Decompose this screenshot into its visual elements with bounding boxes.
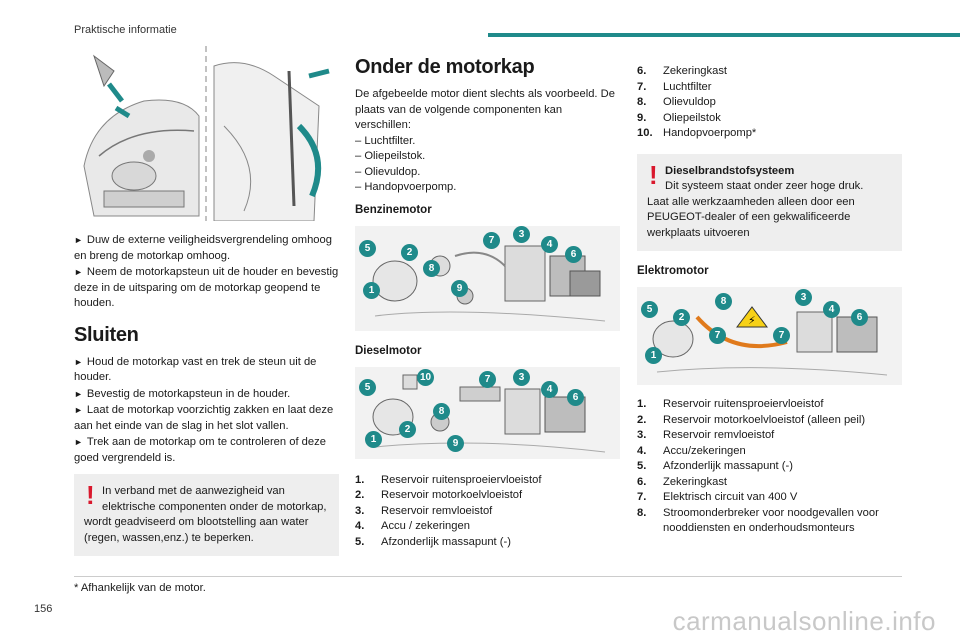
legend-item: 4.Accu / zekeringen bbox=[355, 520, 470, 532]
watermark: carmanualsonline.info bbox=[672, 606, 936, 636]
opening-step: ►Duw de externe veiligheidsvergrendeling… bbox=[74, 234, 332, 262]
left-column: ►Duw de externe veiligheidsvergrendeling… bbox=[74, 46, 339, 556]
water-warning-box: ! In verband met de aanwezigheid van ele… bbox=[74, 474, 339, 556]
badge-8: 8 bbox=[715, 293, 732, 310]
badge-7: 7 bbox=[479, 370, 496, 388]
variant-item: – Oliepeilstok. bbox=[355, 150, 426, 162]
badge-6: 6 bbox=[565, 245, 582, 263]
badge-4: 4 bbox=[541, 235, 558, 253]
right-column: 6.Zekeringkast 7.Luchtfilter 8.Olievuldo… bbox=[637, 46, 902, 537]
badge-4: 4 bbox=[541, 380, 558, 398]
badge-9: 9 bbox=[451, 279, 468, 297]
badge-6: 6 bbox=[567, 388, 584, 406]
closing-step: ►Laat de motorkap voorzichtig zakken en … bbox=[74, 404, 334, 432]
diesel-warning-box: ! Dieselbrandstofsysteem Dit systeem sta… bbox=[637, 153, 902, 251]
opening-step: ►Neem de motorkapsteun uit de houder en … bbox=[74, 266, 339, 309]
closing-step: ►Trek aan de motorkap om te controleren … bbox=[74, 436, 326, 464]
warning-text: Laat alle werkzaamheden alleen door een … bbox=[647, 195, 855, 239]
legend-item: 3.Reservoir remvloeistof bbox=[637, 429, 775, 441]
legend-item: 8.Stroomonderbreker voor noodgevallen vo… bbox=[637, 506, 879, 535]
footnote-divider bbox=[74, 576, 902, 577]
svg-text:⚡: ⚡ bbox=[748, 314, 756, 327]
variant-item: – Handopvoerpomp. bbox=[355, 181, 457, 193]
page-number: 156 bbox=[34, 603, 53, 615]
badge-7: 7 bbox=[483, 231, 500, 249]
badge-2: 2 bbox=[673, 309, 690, 326]
warning-icon: ! bbox=[649, 159, 658, 190]
petrol-engine-illustration: 5 2 8 1 9 7 3 4 6 bbox=[355, 225, 620, 331]
legend-item: 9.Oliepeilstok bbox=[637, 111, 721, 124]
legend-item: 3.Reservoir remvloeistof bbox=[355, 504, 493, 517]
legend-item: 1.Reservoir ruitensproeiervloeistof bbox=[355, 473, 542, 486]
warning-title: Dieselbrandstofsysteem bbox=[665, 164, 795, 177]
intro-text: De afgebeelde motor dient slechts als vo… bbox=[355, 88, 615, 131]
badge-3: 3 bbox=[513, 225, 530, 243]
badge-1: 1 bbox=[365, 430, 382, 448]
warning-text: Dit systeem staat onder zeer hoge druk. bbox=[665, 180, 864, 192]
badge-4: 4 bbox=[823, 301, 840, 318]
warning-text: wordt geadviseerd om blootstelling aan w… bbox=[84, 516, 309, 544]
badge-1: 1 bbox=[363, 281, 380, 299]
legend-item: 6.Zekeringkast bbox=[637, 475, 728, 488]
warning-text: In verband met de aanwezigheid van elekt… bbox=[102, 485, 327, 513]
legend-item: 6.Zekeringkast bbox=[637, 65, 728, 77]
badge-7: 7 bbox=[773, 327, 790, 344]
legend-item: 2.Reservoir motorkoelvloeistof bbox=[355, 489, 523, 501]
diesel-engine-illustration: 5 10 7 3 4 6 8 1 2 9 bbox=[355, 366, 620, 459]
warning-icon: ! bbox=[86, 480, 95, 510]
legend-item: 2.Reservoir motorkoelvloeistof (alleen p… bbox=[637, 413, 866, 426]
badge-2: 2 bbox=[401, 243, 418, 261]
electric-motor-illustration: ⚡ 5 2 8 3 4 6 7 7 1 bbox=[637, 287, 902, 385]
under-hood-title: Onder de motorkap bbox=[355, 56, 535, 78]
legend-item: 8.Olievuldop bbox=[637, 96, 716, 108]
badge-3: 3 bbox=[795, 289, 812, 306]
closing-step: ►Bevestig de motorkapsteun in de houder. bbox=[74, 387, 291, 400]
badge-3: 3 bbox=[513, 368, 530, 386]
middle-column: Onder de motorkap De afgebeelde motor di… bbox=[355, 46, 620, 550]
legend-item: 1.Reservoir ruitensproeiervloeistof bbox=[637, 398, 824, 410]
legend-item: 10.Handopvoerpomp* bbox=[637, 127, 757, 139]
footnote: * Afhankelijk van de motor. bbox=[74, 582, 206, 594]
hood-opening-illustration bbox=[74, 46, 339, 221]
badge-7: 7 bbox=[709, 327, 726, 344]
badge-2: 2 bbox=[399, 420, 416, 438]
badge-8: 8 bbox=[423, 259, 440, 277]
diesel-engine-title: Dieselmotor bbox=[355, 344, 422, 357]
closing-step: ►Houd de motorkap vast en trek de steun … bbox=[74, 355, 317, 384]
section-title: Praktische informatie bbox=[74, 24, 177, 36]
legend-item: 7.Luchtfilter bbox=[637, 80, 712, 93]
badge-5: 5 bbox=[359, 239, 376, 257]
legend-item: 5.Afzonderlijk massapunt (-) bbox=[355, 535, 511, 548]
badge-10: 10 bbox=[417, 368, 434, 386]
petrol-engine-title: Benzinemotor bbox=[355, 203, 432, 216]
electric-motor-title: Elektromotor bbox=[637, 265, 709, 277]
badge-9: 9 bbox=[447, 434, 464, 452]
badge-1: 1 bbox=[645, 347, 662, 364]
badge-5: 5 bbox=[359, 378, 376, 396]
header-accent-bar bbox=[488, 33, 960, 37]
closing-title: Sluiten bbox=[74, 323, 139, 346]
variant-item: – Olievuldop. bbox=[355, 165, 421, 178]
badge-6: 6 bbox=[851, 309, 868, 326]
badge-8: 8 bbox=[433, 402, 450, 420]
badge-5: 5 bbox=[641, 301, 658, 318]
legend-item: 5.Afzonderlijk massapunt (-) bbox=[637, 460, 793, 472]
legend-item: 4.Accu/zekeringen bbox=[637, 444, 746, 457]
variant-item: – Luchtfilter. bbox=[355, 134, 416, 147]
legend-item: 7.Elektrisch circuit van 400 V bbox=[637, 491, 798, 503]
